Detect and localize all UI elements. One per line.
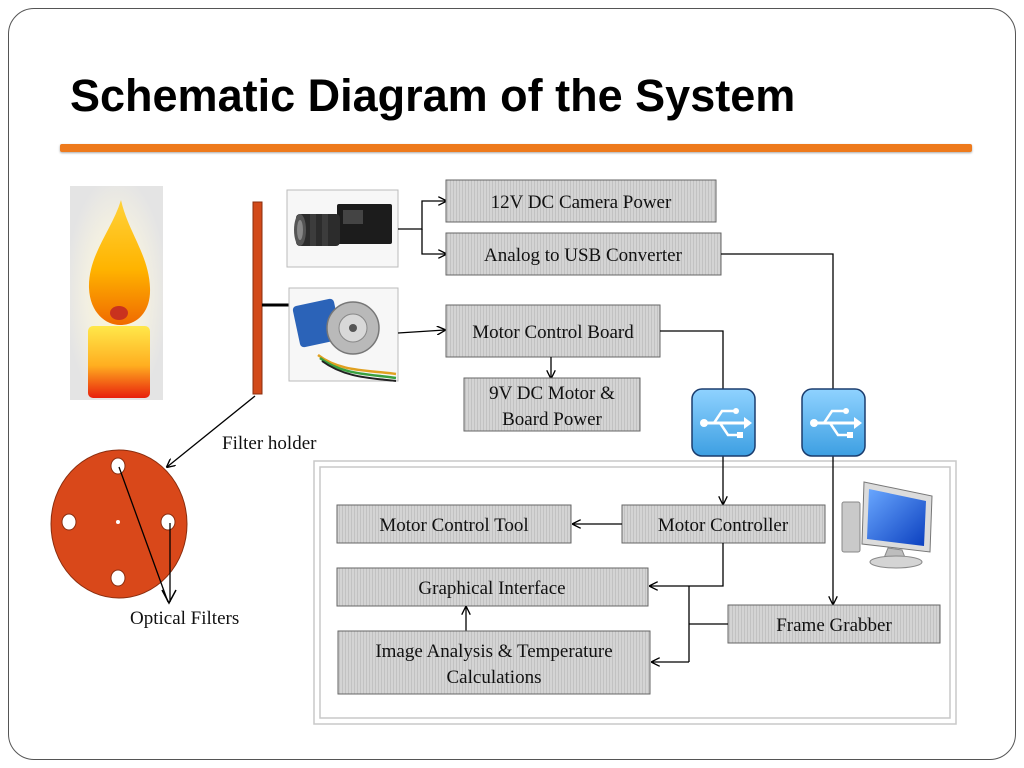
computer-enclosure-inner	[319, 466, 951, 719]
camera-photo-icon	[286, 189, 399, 268]
camera-power-label: 12V DC Camera Power	[491, 192, 672, 213]
computer-enclosure-outer	[313, 460, 957, 725]
filter-holder-arrow	[167, 395, 256, 467]
optical-filter-arrowhead	[161, 589, 177, 605]
computer-monitor-icon	[841, 481, 933, 569]
motor-power-label-line2: Board Power	[502, 409, 602, 430]
camera-power-box: 12V DC Camera Power	[445, 179, 717, 223]
usb-converter-box: Analog to USB Converter	[445, 232, 722, 276]
camera-to-power-arrow	[398, 201, 446, 230]
camera-to-converter-arrow	[421, 229, 446, 254]
controller-to-gui-arrow	[650, 543, 724, 586]
graphical-interface-label: Graphical Interface	[418, 578, 565, 599]
motor-control-tool-label: Motor Control Tool	[379, 515, 528, 536]
motor-control-board-box: Motor Control Board	[445, 304, 661, 358]
optical-filters-label: Optical Filters	[130, 608, 239, 629]
motor-control-board-label: Motor Control Board	[472, 322, 634, 343]
stepper-motor-photo-icon	[288, 287, 399, 382]
page-title: Schematic Diagram of the System	[70, 70, 796, 121]
motor-controller-box: Motor Controller	[621, 504, 826, 544]
optical-filter-pointer	[118, 466, 169, 603]
board-to-usb-line	[660, 330, 724, 390]
title-underline	[60, 144, 972, 152]
filter-holder-bar	[252, 201, 263, 395]
filter-holder-label: Filter holder	[222, 433, 317, 454]
motor-power-box: 9V DC Motor & Board Power	[463, 377, 641, 432]
converter-to-usb-line	[721, 253, 834, 390]
motor-control-tool-box: Motor Control Tool	[336, 504, 572, 544]
candle-flame-icon	[70, 186, 163, 400]
optical-filter-wheel	[50, 449, 188, 599]
image-analysis-label-line1: Image Analysis & Temperature	[375, 641, 612, 662]
motor-to-board-arrow	[397, 330, 445, 333]
frame-grabber-box: Frame Grabber	[727, 604, 941, 644]
motor-controller-label: Motor Controller	[658, 515, 789, 536]
usb-converter-label: Analog to USB Converter	[484, 245, 683, 266]
graphical-interface-box: Graphical Interface	[336, 567, 649, 607]
image-analysis-label-line2: Calculations	[447, 667, 542, 688]
usb-icon	[801, 388, 866, 457]
motor-power-label-line1: 9V DC Motor &	[489, 383, 615, 404]
image-analysis-box: Image Analysis & Temperature Calculation…	[337, 630, 651, 695]
frame-grabber-label: Frame Grabber	[776, 615, 892, 636]
usb-icon	[691, 388, 756, 457]
